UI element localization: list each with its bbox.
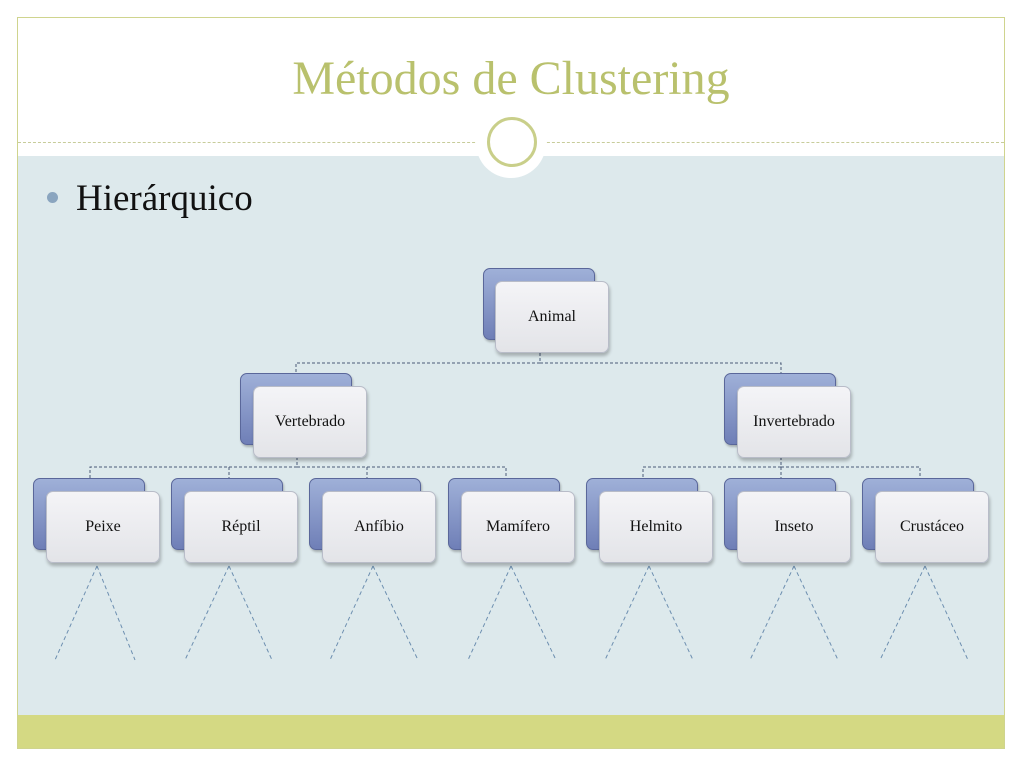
node-inseto: Inseto [737,491,851,563]
bullet-icon [47,192,58,203]
connector-root-vertebrado [295,353,541,374]
connector-invertebrado-crustaceo [781,466,921,479]
node-invertebrado: Invertebrado [737,386,851,458]
node-animal: Animal [495,281,609,353]
branch-crustaceo [879,565,969,661]
branch-anfibio [329,565,419,661]
node-peixe: Peixe [46,491,160,563]
node-anfibio: Anfíbio [322,491,436,563]
connector-vertebrado-mamifero [367,466,507,479]
node-crustaceo: Crustáceo [875,491,989,563]
branch-inseto [749,565,839,661]
branch-reptil [184,565,273,661]
node-mamifero: Mamífero [461,491,575,563]
connector-vertebrado-peixe [89,457,298,479]
branch-helmito [604,565,694,661]
slide-title: Métodos de Clustering [292,52,730,105]
title-ornament-ring [487,117,537,167]
bullet-text: Hierárquico [76,178,253,219]
footer-bar [18,715,1004,748]
connector-root-invertebrado [540,362,782,374]
branch-mamifero [467,565,557,661]
node-helmito: Helmito [599,491,713,563]
connector-invertebrado-helmito [642,457,782,479]
branch-peixe [54,565,136,661]
node-vertebrado: Vertebrado [253,386,367,458]
node-reptil: Réptil [184,491,298,563]
